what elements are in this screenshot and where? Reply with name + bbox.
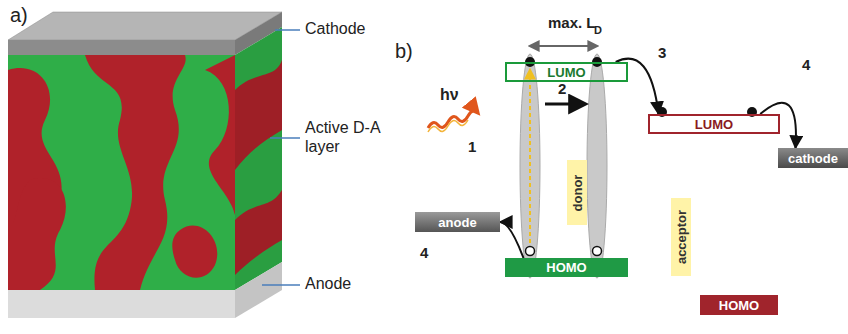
electrode: cathode	[778, 148, 848, 168]
material-band: donor	[567, 160, 587, 225]
node-text: anode	[438, 215, 476, 230]
layer-label: Cathode	[305, 20, 366, 38]
electrode: anode	[415, 212, 500, 232]
layer-label: Anode	[305, 275, 351, 293]
layer-label: Active D-A layer	[305, 118, 400, 156]
step-number: 1	[468, 138, 476, 155]
homo-level: HOMO	[700, 295, 778, 315]
homo-level: HOMO	[505, 258, 628, 277]
node-text: LUMO	[547, 65, 585, 80]
material-band: acceptor	[671, 198, 691, 276]
node-text: acceptor	[674, 210, 689, 264]
step-number: 3	[656, 44, 668, 61]
panel-letter: a)	[10, 4, 28, 27]
diffusion-length-label: max. L	[548, 14, 596, 31]
panel-letter: b)	[395, 40, 413, 63]
node-text: donor	[570, 174, 585, 211]
node-text: LUMO	[695, 117, 733, 132]
step-number: 2	[558, 80, 566, 97]
step-number: 4	[418, 244, 430, 261]
step-number: 4	[800, 56, 812, 73]
transfer-arrow	[616, 59, 659, 114]
node-text: HOMO	[719, 298, 759, 313]
node-text: cathode	[788, 151, 838, 166]
lumo-level: LUMO	[648, 114, 780, 134]
transfer-arrow	[500, 222, 523, 258]
node-text: HOMO	[546, 260, 586, 275]
subscript: D	[594, 24, 602, 36]
photon-label: hν	[440, 86, 459, 104]
lumo-level: LUMO	[505, 62, 628, 82]
